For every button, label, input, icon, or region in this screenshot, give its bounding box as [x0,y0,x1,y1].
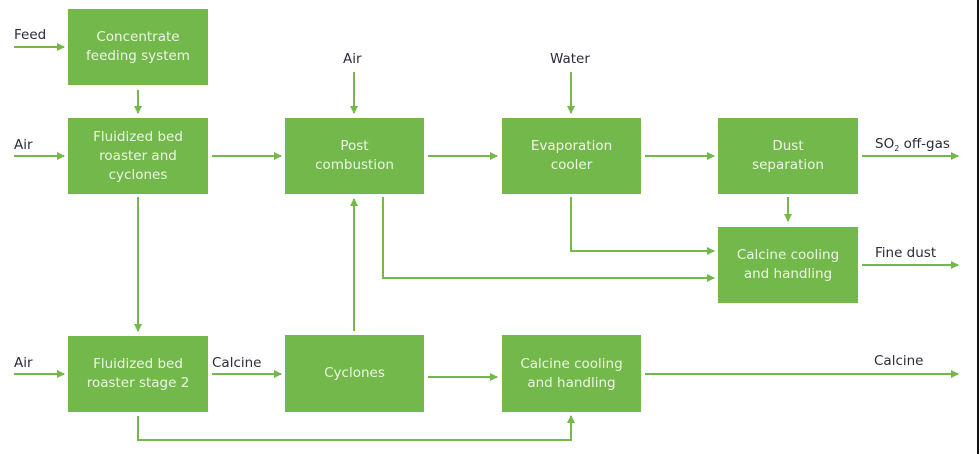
label-fine-dust: Fine dust [875,245,937,261]
box-cyclones: Cyclones [285,335,424,412]
arrow-roaster2-to-lower-cooling [137,415,575,441]
box-post-combustion: Post combustion [285,118,424,194]
label-air-roaster2: Air [14,355,33,371]
label-calcine-mid: Calcine [212,355,262,371]
label-calcine-out: Calcine [874,353,924,369]
box-calcine-cooling-upper: Calcine cooling and handling [718,227,858,303]
label-feed: Feed [14,27,47,43]
arrow-post-to-cooling [382,197,715,282]
label-so2-off-gas: SO2 off-gas [875,136,950,153]
label-air-roaster1: Air [14,137,33,153]
so2-prefix: SO [875,136,895,152]
so2-subscript: 2 [894,144,900,153]
label-water: Water [550,51,590,67]
box-evaporation-cooler: Evaporation cooler [502,118,641,194]
box-dust-separation: Dust separation [718,118,858,194]
label-air-post-combustion: Air [343,51,362,67]
box-fluidized-bed-roaster-stage-2: Fluidized bed roaster stage 2 [68,336,208,412]
box-concentrate-feeding-system: Concentrate feeding system [68,9,208,85]
box-calcine-cooling-lower: Calcine cooling and handling [502,335,641,412]
arrow-evap-to-cooling [570,197,715,255]
so2-suffix: off-gas [899,136,950,152]
box-fluidized-bed-roaster-and-cyclones: Fluidized bed roaster and cyclones [68,118,208,194]
